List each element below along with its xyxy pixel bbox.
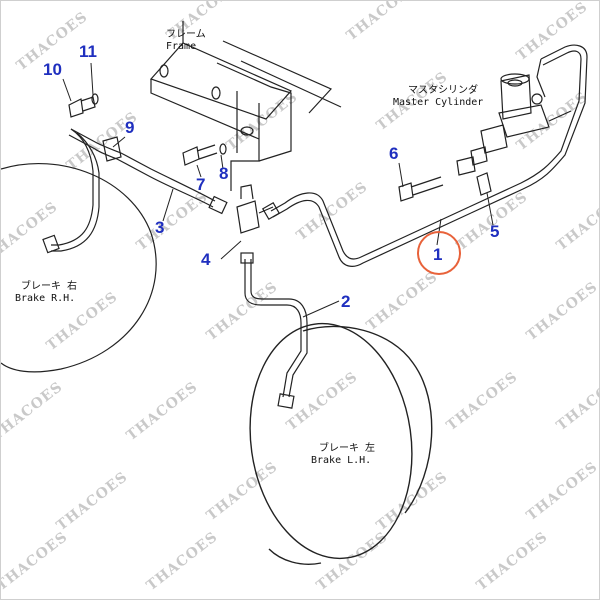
watermark-text: THACOES: [514, 1, 591, 64]
watermark-text: THACOES: [344, 1, 421, 44]
watermark-text: THACOES: [144, 529, 221, 594]
pipe-3: [42, 128, 228, 254]
watermark-text: THACOES: [554, 189, 600, 254]
watermark-text: THACOES: [314, 529, 391, 594]
highlight-circle: [417, 231, 461, 275]
clip-9: [102, 136, 122, 162]
watermark-text: THACOES: [554, 369, 600, 434]
watermark-text: THACOES: [124, 379, 201, 444]
frame-part: [149, 21, 342, 191]
brake-lh-drum: [249, 322, 433, 565]
watermark-text: THACOES: [1, 199, 61, 264]
master-cylinder: [456, 73, 572, 176]
junction-block: [236, 184, 281, 234]
callout-3: 3: [155, 218, 164, 237]
watermark-text: THACOES: [54, 469, 131, 534]
watermark-text: THACOES: [1, 379, 66, 444]
frame-label-en: Frame: [166, 41, 196, 52]
callout-2: 2: [341, 292, 350, 311]
frame-label-jp: フレーム: [166, 28, 206, 40]
callout-4: 4: [201, 250, 211, 269]
watermark-text: THACOES: [524, 279, 600, 344]
bolt-10-washer-11: [68, 93, 99, 118]
pipe-1: [270, 44, 588, 267]
master-cylinder-label-en: Master Cylinder: [393, 97, 483, 108]
callout-1: 1: [433, 245, 442, 264]
master-cylinder-label-jp: マスタシリンダ: [408, 83, 478, 96]
callout-11: 11: [79, 42, 97, 61]
brake-rh-label-en: Brake R.H.: [15, 293, 75, 304]
watermark-text: THACOES: [444, 369, 521, 434]
watermark-text: THACOES: [204, 279, 281, 344]
watermark-text: THACOES: [1, 529, 71, 594]
brake-lh-label-jp: ブレーキ 左: [319, 441, 375, 454]
callout-6: 6: [389, 144, 398, 163]
bolt-7-washer-8: [182, 143, 227, 166]
callout-5: 5: [490, 222, 499, 241]
callout-8: 8: [219, 164, 228, 183]
brake-lh-label-en: Brake L.H.: [311, 455, 371, 466]
callout-10: 10: [43, 60, 62, 79]
pipe-2: [240, 252, 308, 409]
bolt-6-clamp-5: [398, 172, 492, 202]
callout-7: 7: [196, 175, 205, 194]
watermark-text: THACOES: [474, 529, 551, 594]
watermark-text: THACOES: [224, 89, 301, 154]
brake-rh-label-jp: ブレーキ 右: [21, 279, 77, 292]
watermark-text: THACOES: [204, 459, 281, 524]
watermark-text: THACOES: [524, 459, 600, 524]
callout-9: 9: [125, 118, 134, 137]
brake-rh-drum: [1, 162, 157, 373]
watermark-text: THACOES: [284, 369, 361, 434]
watermark-text: THACOES: [294, 179, 371, 244]
watermark-text: THACOES: [364, 269, 441, 334]
